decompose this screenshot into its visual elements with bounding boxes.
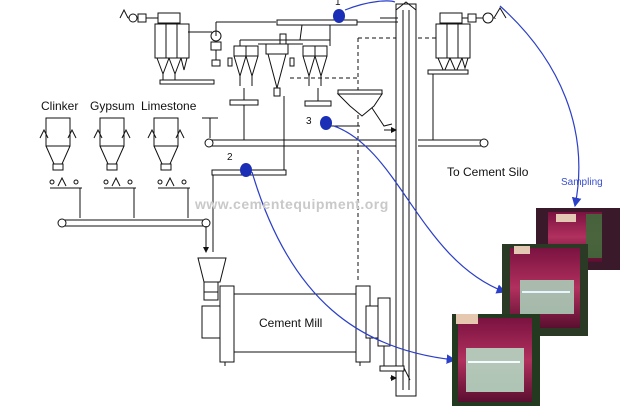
main-conveyor: [202, 117, 489, 148]
sampling-arrows: [251, 0, 582, 364]
clinker-hopper: [39, 117, 82, 218]
label-limestone: Limestone: [141, 99, 197, 113]
point-label-3: 3: [306, 116, 312, 127]
dashed-air-line: [290, 37, 440, 280]
sample-bag-photo-bottom: [452, 314, 540, 406]
sample-photo-stack: [452, 208, 620, 406]
top-left-fan-filter: [119, 8, 276, 85]
gypsum-hopper: [93, 117, 136, 218]
top-air-slide: [276, 19, 398, 41]
sample-point-3: [320, 116, 332, 130]
point-label-2: 2: [227, 152, 233, 163]
hopper-to-silo: [336, 89, 397, 133]
label-to-cement-silo: To Cement Silo: [447, 165, 529, 179]
label-sampling: Sampling: [561, 177, 603, 188]
watermark: www.cementequipment.org: [195, 196, 389, 212]
point-label-1: 1: [335, 0, 341, 8]
limestone-hopper: [147, 117, 190, 218]
label-cement-mill: Cement Mill: [259, 316, 323, 330]
right-fan-filter: [427, 7, 507, 140]
feed-belt: [57, 218, 211, 253]
cement-mill: [197, 257, 411, 381]
label-gypsum: Gypsum: [90, 99, 135, 113]
label-clinker: Clinker: [41, 99, 79, 113]
separator-cyclones: [227, 33, 332, 140]
sample-point-2: [240, 163, 252, 177]
sample-point-1: [333, 9, 345, 23]
bucket-elevator: [380, 1, 417, 397]
